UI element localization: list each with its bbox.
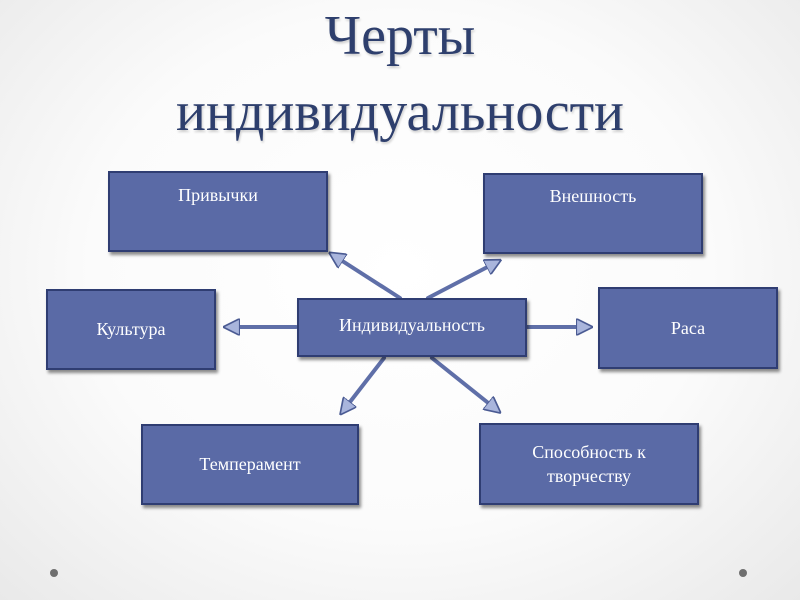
node-appearance: Внешность	[483, 173, 703, 254]
node-creativity: Способность к творчеству	[479, 423, 699, 505]
slide-title-line-2: индивидуальности	[175, 81, 625, 143]
corner-dot-right	[739, 569, 747, 577]
arrow-to-creativity	[430, 356, 497, 410]
arrow-to-appearance	[426, 262, 497, 300]
slide-title-line-1: Черты	[324, 5, 476, 67]
node-habits: Привычки	[108, 171, 328, 252]
node-temperament: Темперамент	[141, 424, 359, 505]
node-culture: Культура	[46, 289, 216, 370]
node-center: Индивидуальность	[297, 298, 527, 357]
arrow-to-habits	[333, 255, 402, 300]
corner-dot-left	[50, 569, 58, 577]
arrow-to-temperament	[343, 356, 386, 411]
node-race: Раса	[598, 287, 778, 369]
